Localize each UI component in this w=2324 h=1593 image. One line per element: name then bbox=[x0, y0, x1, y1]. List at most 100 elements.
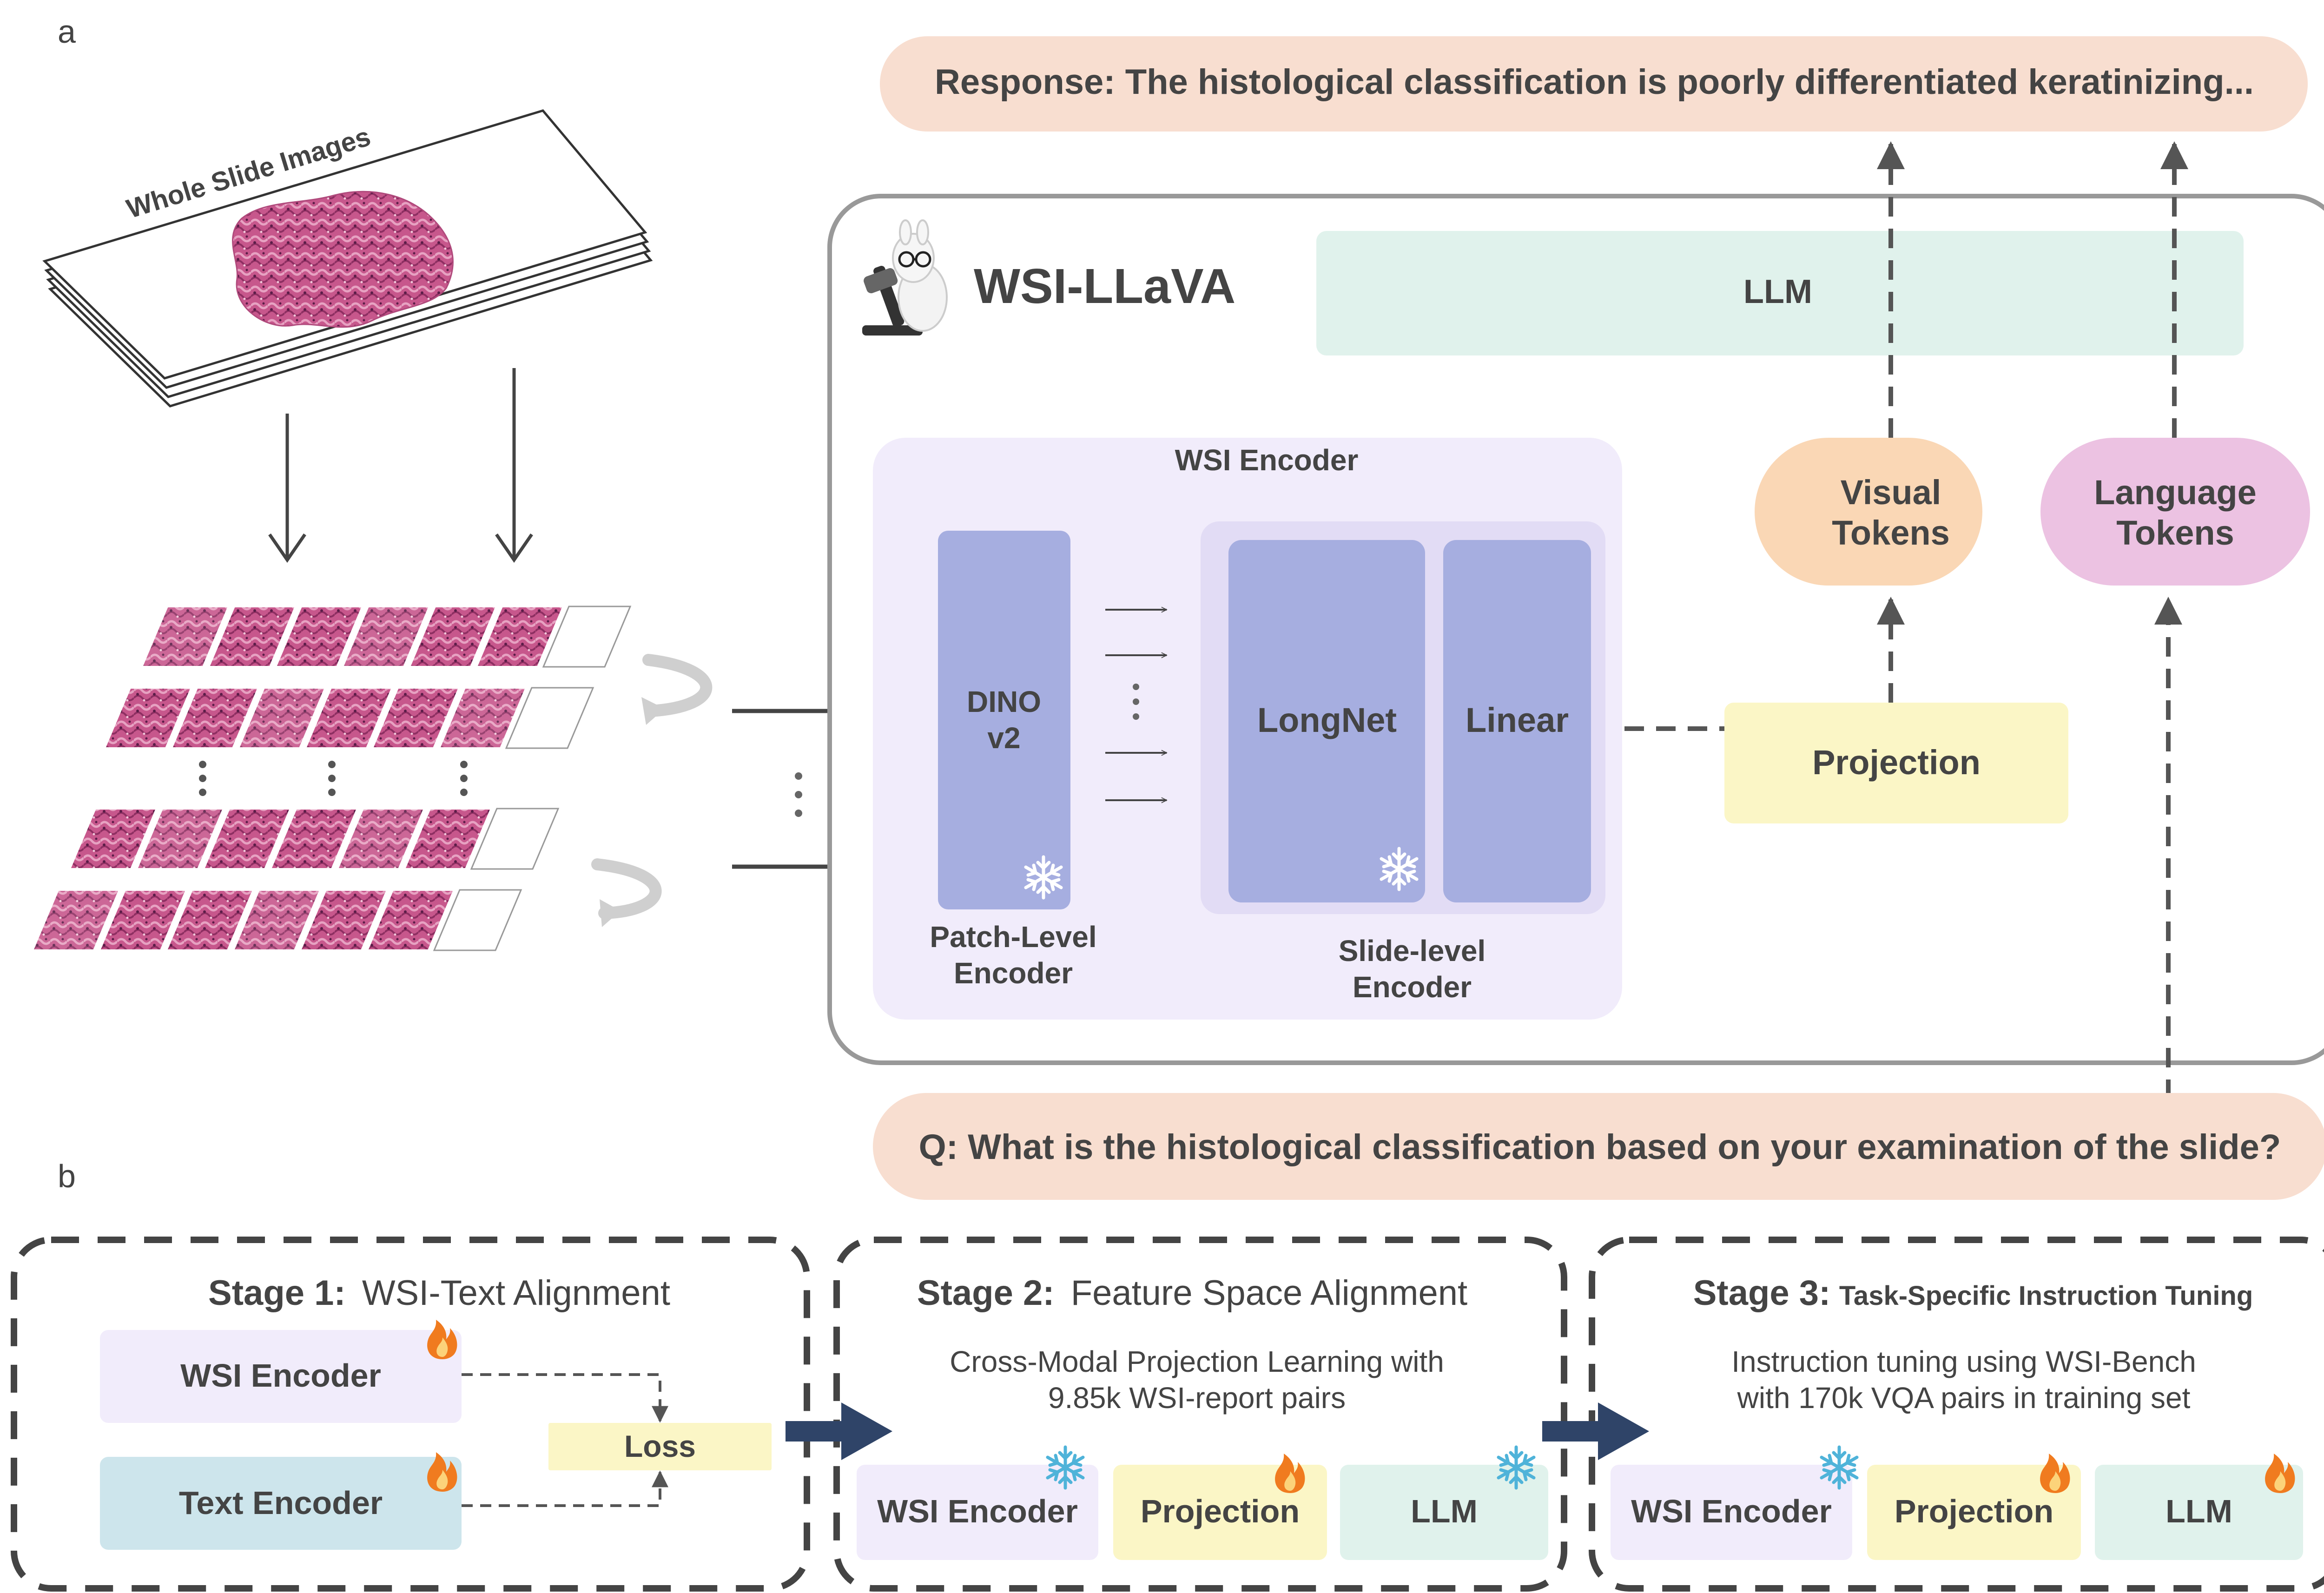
dino-label-line1: DINO bbox=[967, 685, 1041, 718]
question-bubble bbox=[873, 1093, 2324, 1200]
stage1-title: WSI-Text Alignment bbox=[362, 1273, 670, 1313]
stage1-heading: Stage 1: WSI-Text Alignment bbox=[208, 1273, 670, 1313]
whole-slide-image-stack bbox=[42, 109, 653, 408]
trainable-fire-icon bbox=[1275, 1454, 1305, 1493]
arrow-ellipsis bbox=[795, 772, 802, 817]
dino-v2-block bbox=[938, 531, 1070, 909]
linear-label: Linear bbox=[1466, 701, 1569, 739]
stage2-wsi-encoder-label: WSI Encoder bbox=[877, 1493, 1078, 1529]
dashed-connectors bbox=[1624, 141, 2188, 1099]
language-tokens-line2: Tokens bbox=[2116, 513, 2234, 552]
stage2-title: Feature Space Alignment bbox=[1071, 1273, 1467, 1313]
patch-tile bbox=[103, 687, 193, 749]
patch-level-encoder-line2: Encoder bbox=[954, 956, 1073, 990]
patch-tile bbox=[140, 606, 231, 668]
patch-tile bbox=[98, 889, 188, 951]
stage-transition-arrow bbox=[786, 1402, 892, 1460]
patch-tile bbox=[403, 808, 493, 870]
response-text: Response: The histological classificatio… bbox=[935, 62, 2254, 102]
stage3-wsi-encoder-label: WSI Encoder bbox=[1631, 1493, 1832, 1529]
stage1-text-encoder bbox=[100, 1457, 462, 1550]
projection-block bbox=[1724, 703, 2068, 823]
patch-tile bbox=[231, 889, 322, 951]
stage2-llm bbox=[1340, 1465, 1548, 1560]
longnet-block bbox=[1228, 540, 1425, 902]
slide-level-encoder-line1: Slide-level bbox=[1339, 934, 1486, 968]
patch-tile bbox=[165, 889, 255, 951]
patch-tile bbox=[470, 808, 560, 870]
patch-tile bbox=[408, 606, 498, 668]
stage2-wsi-encoder bbox=[857, 1465, 1098, 1560]
patch-tile bbox=[237, 687, 327, 749]
stage3-llm bbox=[2095, 1465, 2303, 1560]
projection-label: Projection bbox=[1812, 743, 1981, 782]
patch-tile bbox=[31, 889, 121, 951]
slide-level-encoder-line2: Encoder bbox=[1353, 970, 1472, 1004]
rotate-icon bbox=[642, 654, 713, 717]
patch-tile bbox=[170, 687, 260, 749]
patch-tile bbox=[336, 808, 426, 870]
visual-tokens-line2: Tokens bbox=[1832, 513, 1950, 552]
patch-level-encoder-line1: Patch-Level bbox=[930, 920, 1096, 954]
patch-tile bbox=[135, 808, 225, 870]
patch-tile bbox=[370, 687, 461, 749]
loss-label: Loss bbox=[624, 1429, 696, 1463]
stage3-projection bbox=[1867, 1465, 2081, 1560]
patch-tile bbox=[505, 687, 594, 749]
stage1-prefix: Stage 1: bbox=[208, 1273, 346, 1313]
stage3-prefix: Stage 3: bbox=[1693, 1273, 1831, 1313]
stage2-llm-label: LLM bbox=[1411, 1493, 1478, 1529]
stage-transition-arrow bbox=[1542, 1402, 1649, 1460]
stage1-frame bbox=[11, 1237, 810, 1592]
patch-tile bbox=[274, 606, 364, 668]
question-text: Q: What is the histological classificati… bbox=[919, 1127, 2281, 1167]
patch-tile bbox=[437, 687, 528, 749]
patch-tile bbox=[542, 606, 632, 668]
loss-connectors bbox=[462, 1373, 668, 1507]
stage2-projection bbox=[1113, 1465, 1327, 1560]
loss-block bbox=[548, 1423, 772, 1470]
stage2-projection-label: Projection bbox=[1141, 1493, 1300, 1529]
stage2-frame bbox=[833, 1237, 1567, 1592]
response-bubble bbox=[880, 36, 2308, 132]
stage3-projection-label: Projection bbox=[1895, 1493, 2053, 1529]
patch-tile bbox=[298, 889, 389, 951]
stage3-heading: Stage 3: Task-Specific Instruction Tunin… bbox=[1693, 1273, 2253, 1313]
patch-tile bbox=[475, 606, 565, 668]
llm-block bbox=[1316, 231, 2244, 355]
patch-tile bbox=[304, 687, 394, 749]
feature-arrows bbox=[1105, 610, 1167, 800]
stage3-wsi-encoder bbox=[1611, 1465, 1852, 1560]
stage3-llm-label: LLM bbox=[2166, 1493, 2232, 1529]
stage2-description-line1: Cross-Modal Projection Learning with bbox=[950, 1345, 1444, 1378]
language-tokens-pill bbox=[2040, 438, 2310, 586]
stage2-prefix: Stage 2: bbox=[917, 1273, 1055, 1313]
tissue-sample-image bbox=[232, 191, 454, 328]
patch-tile bbox=[68, 808, 158, 870]
visual-tokens-line1: Visual bbox=[1841, 473, 1941, 512]
model-name: WSI-LLaVA bbox=[974, 259, 1235, 314]
trainable-fire-icon bbox=[2265, 1454, 2295, 1493]
dino-label-line2: v2 bbox=[987, 721, 1020, 755]
patch-tile bbox=[365, 889, 456, 951]
patch-tile bbox=[207, 606, 297, 668]
stage1-wsi-encoder-label: WSI Encoder bbox=[180, 1357, 381, 1394]
stage3-frame bbox=[1589, 1237, 2324, 1592]
stage3-description-line2: with 170k VQA pairs in training set bbox=[1737, 1381, 2191, 1415]
stage3-title: Task-Specific Instruction Tuning bbox=[1839, 1281, 2253, 1311]
stage1-wsi-encoder bbox=[100, 1330, 462, 1423]
rotate-icon bbox=[591, 858, 662, 919]
llama-scientist-mascot bbox=[862, 219, 948, 336]
patch-tile bbox=[202, 808, 292, 870]
wsi-encoder-title: WSI Encoder bbox=[1175, 443, 1359, 477]
patch-tile bbox=[433, 889, 522, 951]
patch-tile bbox=[341, 606, 431, 668]
visual-tokens-pill bbox=[1755, 438, 1982, 586]
stage2-heading: Stage 2: Feature Space Alignment bbox=[917, 1273, 1467, 1313]
trainable-fire-icon bbox=[2040, 1454, 2070, 1493]
patch-tile bbox=[269, 808, 359, 870]
patch-grid-ellipsis bbox=[199, 761, 468, 796]
patch-grid bbox=[31, 606, 632, 951]
panel-b-label: b bbox=[58, 1158, 76, 1194]
